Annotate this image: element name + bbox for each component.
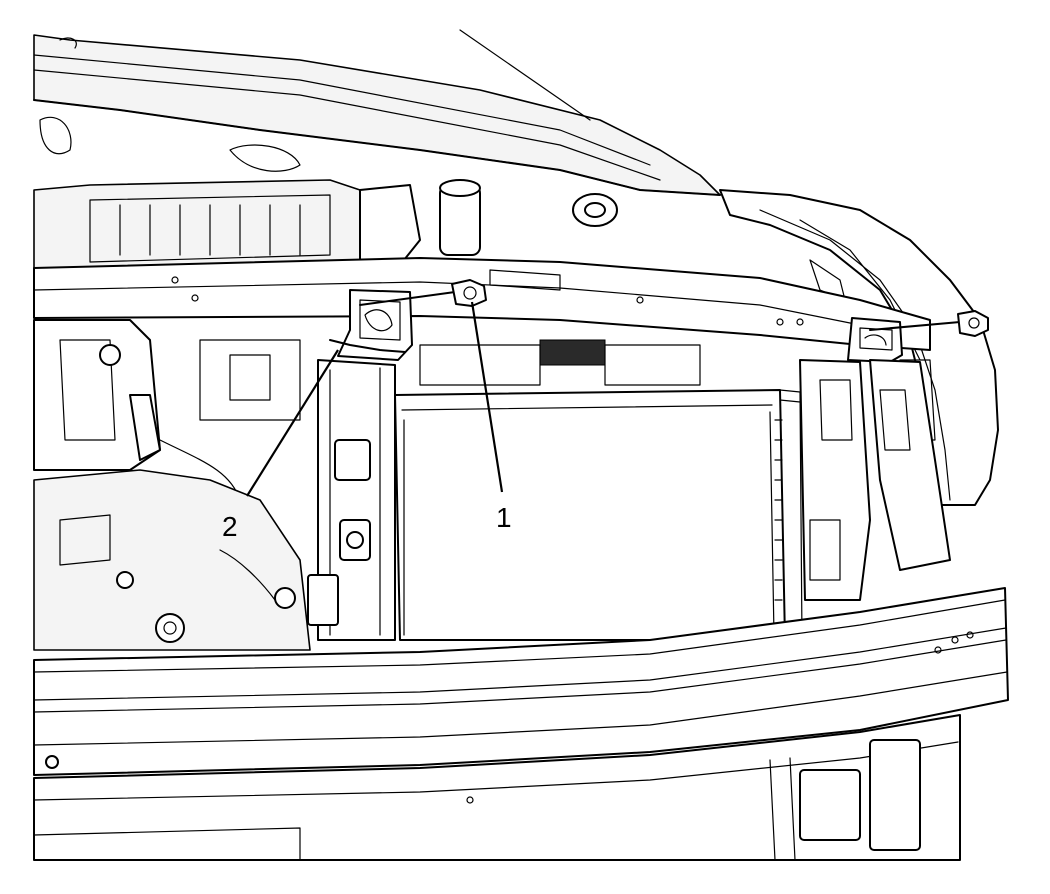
leader-line-2: [246, 349, 339, 497]
bumper-beam: [33, 587, 1009, 776]
left-structure: [33, 319, 311, 651]
engine-bay: [33, 116, 618, 271]
bolt-right: [869, 310, 989, 337]
leader-line-1: [470, 301, 504, 493]
right-side-support: [799, 359, 951, 601]
right-bracket: [847, 317, 903, 363]
callout-2: 2: [222, 511, 238, 542]
radiator-core: [394, 339, 803, 641]
bolt-left: [359, 279, 487, 307]
left-side-tank: [307, 359, 396, 641]
lower-fascia: [33, 714, 961, 861]
callout-1: 1: [496, 502, 512, 533]
cowl-panel: [33, 29, 721, 196]
upper-tie-bar: [33, 257, 931, 351]
